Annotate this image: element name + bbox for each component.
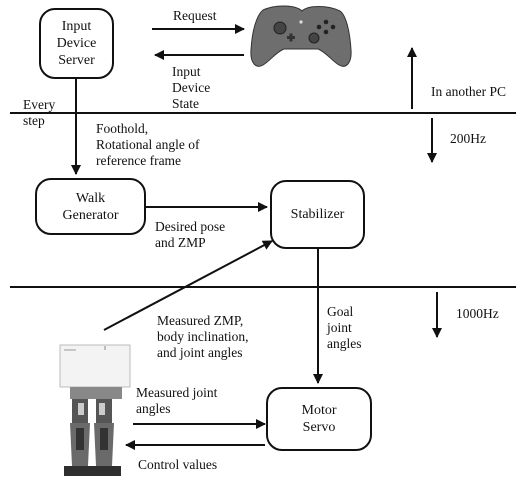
rate-200hz-label: 200Hz: [450, 131, 486, 146]
control-values-label: Control values: [138, 457, 218, 472]
rate-1000hz-label: 1000Hz: [456, 306, 499, 321]
desired-pose-label: Desired pose and ZMP: [155, 219, 226, 250]
goal-joint-angles-label: Goal joint angles: [327, 304, 362, 351]
every-step-label: Every step: [23, 97, 56, 128]
input-device-state-label: Input Device State: [172, 64, 211, 111]
request-label: Request: [173, 8, 217, 23]
foothold-label: Foothold, Rotational angle of reference …: [96, 121, 200, 168]
humanoid-robot-icon: [59, 344, 131, 476]
motor-servo-block: Motor Servo: [266, 387, 372, 451]
walk-generator-block: Walk Generator: [35, 178, 146, 235]
stabilizer-block: Stabilizer: [270, 180, 365, 249]
input-device-server-block: Input Device Server: [39, 8, 114, 79]
in-another-pc-label: In another PC: [431, 84, 506, 99]
arrow-measured-zmp: [103, 240, 273, 331]
measured-joint-angles-label: Measured joint angles: [136, 385, 218, 416]
gamepad-icon: [250, 5, 352, 67]
measured-zmp-label: Measured ZMP, body inclination, and join…: [157, 313, 249, 360]
